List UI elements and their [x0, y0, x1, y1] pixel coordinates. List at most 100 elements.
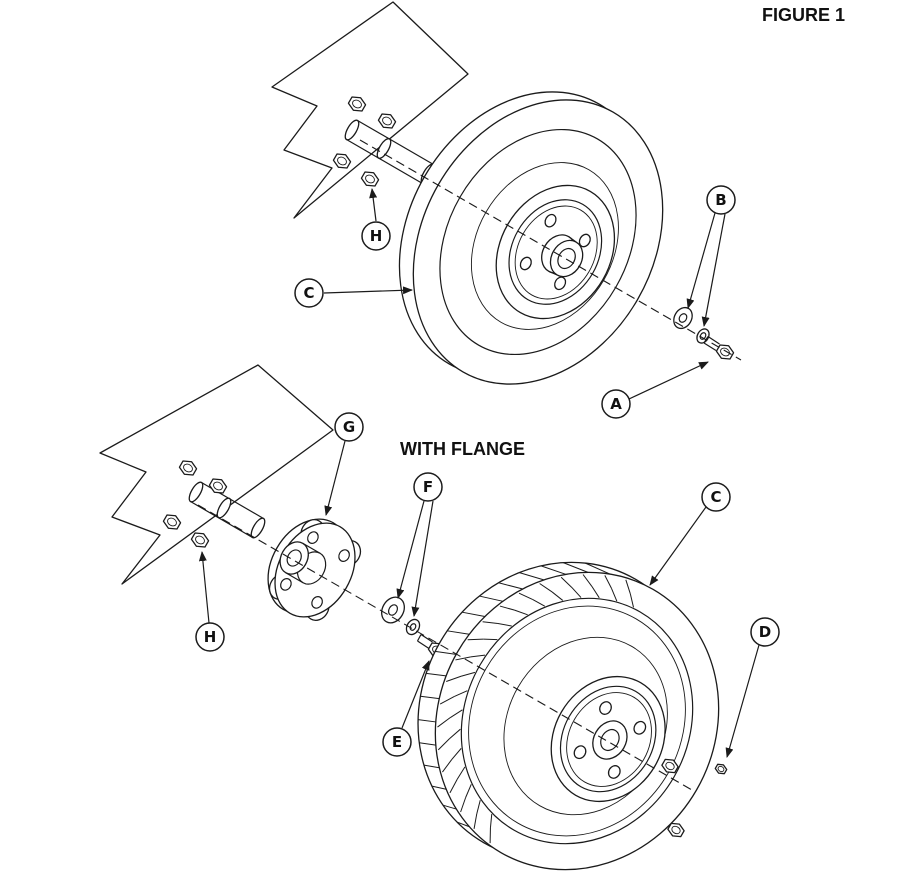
tread-crown-mark — [540, 565, 566, 575]
lug-hole — [544, 213, 557, 228]
callout-d: D — [725, 617, 780, 758]
tread-crown-mark — [419, 742, 436, 746]
leader-line — [396, 500, 425, 599]
hex-nut-d — [661, 758, 679, 774]
callout-b-label: B — [715, 191, 726, 209]
bolt-a — [703, 335, 735, 360]
lug-hole — [573, 745, 587, 760]
nuts-d — [661, 758, 728, 838]
flange-bolt-hole — [311, 596, 323, 609]
callout-h-top-circle — [361, 221, 391, 251]
bolt-shank — [707, 335, 720, 345]
lug-hole — [633, 720, 647, 735]
tread-mark — [611, 588, 618, 602]
tread-mark — [451, 748, 462, 760]
callout-c-bottom-circle — [701, 482, 731, 512]
hex-nut-d-face — [665, 761, 675, 771]
tread-mark — [571, 587, 582, 598]
bottom-assembly: G F C D E H — [99, 364, 780, 871]
tread-crown-mark — [431, 785, 447, 790]
tread-crown-mark — [420, 695, 440, 700]
axle-bottom — [188, 481, 266, 539]
lock-washer-f — [405, 618, 421, 636]
hex-nut-d — [667, 822, 685, 838]
tread-mark — [604, 575, 613, 589]
tread-mark — [539, 583, 553, 593]
bolt-head — [715, 344, 735, 360]
hub — [592, 720, 628, 760]
tread-mark — [456, 766, 466, 780]
hub-bore — [600, 728, 620, 752]
flange-bolt-hole — [307, 531, 319, 544]
tread-mark — [449, 778, 458, 794]
tread-crown-mark — [426, 672, 447, 677]
tire-tread — [418, 562, 634, 844]
leader-line — [725, 644, 760, 758]
hex-nut-d-face — [717, 765, 725, 773]
leader-line — [686, 212, 716, 309]
tread-crown-mark — [447, 630, 470, 635]
tread-crown-mark — [519, 572, 544, 581]
tread-mark — [551, 591, 564, 601]
washer-hole — [387, 604, 399, 616]
washer-outer — [405, 618, 421, 636]
tread-mark — [518, 592, 534, 600]
callout-h-bottom-label: H — [204, 628, 217, 646]
washer-hole — [699, 332, 707, 340]
flange-bolt-hole — [280, 578, 292, 591]
flange-hub — [267, 518, 362, 621]
flange-bolt-hole — [338, 549, 350, 562]
callout-d-label: D — [759, 623, 771, 641]
hub-front — [549, 239, 584, 278]
tread-mark — [582, 574, 593, 587]
hex-nut — [360, 171, 380, 187]
axle-collar — [216, 497, 232, 519]
tread-mark — [497, 623, 512, 627]
callout-h-top-label: H — [370, 227, 383, 245]
hex-nut — [347, 96, 367, 112]
rim-inner — [514, 205, 598, 300]
tread-crown-mark — [563, 562, 589, 573]
axle-edge — [357, 119, 434, 166]
lug-hole — [519, 256, 532, 271]
washer-outer — [673, 306, 693, 330]
tread-mark — [499, 605, 515, 611]
leader-line — [198, 551, 210, 624]
lug-hole — [578, 233, 591, 248]
callout-f-circle — [413, 472, 443, 502]
hex-nut-face — [365, 174, 375, 184]
tread-crown-mark — [442, 804, 457, 810]
bolt-a-head — [715, 344, 735, 360]
bolt-shank — [420, 633, 433, 643]
rim — [559, 685, 657, 793]
hex-nut — [162, 514, 182, 530]
callout-e-label: E — [392, 733, 402, 751]
hex-nut — [377, 113, 397, 129]
tread-mark — [455, 656, 471, 661]
tread-crown-mark — [585, 562, 611, 575]
hex-nut-face — [352, 99, 362, 109]
washer-outer — [696, 328, 710, 344]
hex-nut-d — [714, 763, 728, 775]
leader-line — [324, 440, 346, 516]
lug-hole — [554, 276, 567, 291]
hex-nut — [178, 460, 198, 476]
callout-g-label: G — [343, 418, 355, 436]
callout-a-circle — [601, 389, 631, 419]
tread-mark — [514, 609, 528, 616]
tread-mark — [625, 579, 631, 595]
tread-mark — [460, 671, 476, 677]
washer-hole — [678, 313, 688, 323]
callout-g-circle — [334, 412, 364, 442]
tire-shoulder — [439, 128, 637, 356]
tread-mark — [439, 696, 455, 705]
leader-line — [411, 500, 434, 617]
axle-edge — [190, 500, 253, 539]
callout-h-top: H — [361, 188, 391, 251]
bolt-shank — [703, 342, 717, 352]
tread-mark — [476, 800, 481, 814]
hex-nut-d-face — [671, 825, 681, 835]
callout-d-circle — [750, 617, 780, 647]
tire-shoulder — [460, 597, 694, 845]
